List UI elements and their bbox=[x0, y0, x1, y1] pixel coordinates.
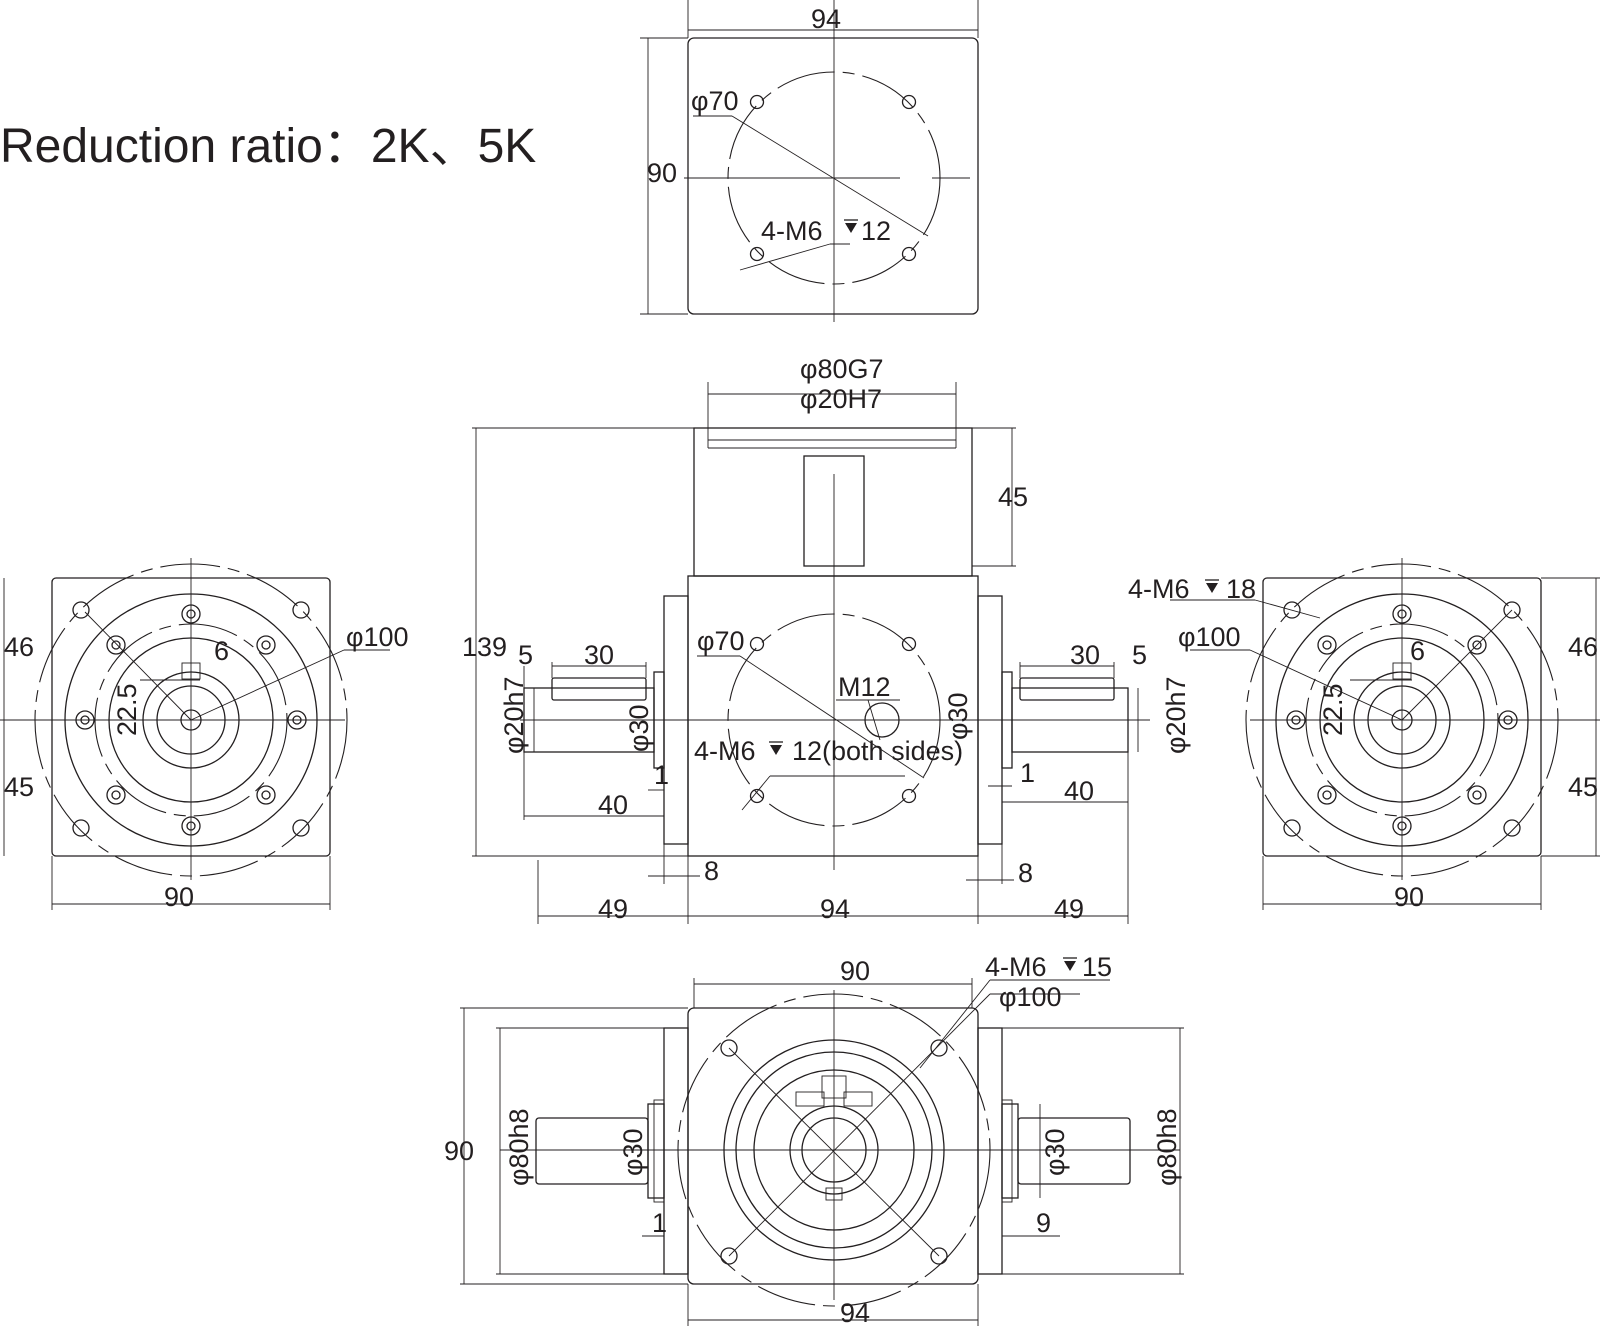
top-view: 94 90 φ70 4-M6 12 bbox=[640, 0, 979, 322]
front-hole-br bbox=[901, 788, 917, 804]
bottom-view: 90 4-M6 15 φ100 90 φ80h8 φ30 1 φ30 φ80h8… bbox=[444, 952, 1184, 1326]
bottom-right-hub-label: φ30 bbox=[1040, 1128, 1070, 1176]
bottom-right-gap-label: 9 bbox=[1036, 1208, 1051, 1238]
front-left-shoulder-label: 5 bbox=[518, 640, 533, 670]
bottom-outer-dia-label: φ100 bbox=[999, 982, 1062, 1012]
bottom-depth-label: 15 bbox=[1082, 952, 1112, 982]
right-width-label: 90 bbox=[1394, 882, 1424, 912]
front-holes-label: 4-M6 bbox=[694, 736, 756, 766]
front-hole-tr bbox=[901, 636, 917, 652]
front-depth-icon bbox=[768, 741, 784, 756]
top-hole-br bbox=[901, 246, 917, 262]
top-hole-bl bbox=[749, 246, 765, 262]
front-right-shaft-dia-label: φ20h7 bbox=[1161, 676, 1191, 754]
top-hole-tr bbox=[901, 94, 917, 110]
front-thread-label: M12 bbox=[838, 672, 891, 702]
front-right-key-length-label: 30 bbox=[1070, 640, 1100, 670]
top-width-label: 94 bbox=[811, 4, 841, 34]
left-upper-label: 46 bbox=[4, 632, 34, 662]
front-hole-tl bbox=[749, 636, 765, 652]
front-left-shaft-length-label: 40 bbox=[598, 790, 628, 820]
front-left-gap-label: 1 bbox=[654, 760, 669, 790]
top-pcd-label: φ70 bbox=[691, 86, 739, 116]
top-view-body bbox=[687, 37, 979, 315]
front-right-overall-label: 49 bbox=[1054, 894, 1084, 924]
left-key-height-label: 22.5 bbox=[112, 683, 142, 736]
front-right-shoulder-label: 5 bbox=[1132, 640, 1147, 670]
bottom-bottom-width-label: 94 bbox=[840, 1298, 870, 1326]
front-output-flange bbox=[693, 427, 973, 577]
front-pcd-label: φ70 bbox=[697, 626, 745, 656]
top-holes-label: 4-M6 bbox=[761, 216, 823, 246]
top-depth-label: 12 bbox=[861, 216, 891, 246]
top-hole-tl bbox=[749, 94, 765, 110]
bottom-left-hub-label: φ30 bbox=[618, 1128, 648, 1176]
right-depth-icon bbox=[1204, 579, 1220, 594]
front-hole-bl bbox=[749, 788, 765, 804]
bottom-left-gap-label: 1 bbox=[652, 1208, 667, 1238]
top-depth-icon bbox=[843, 219, 859, 234]
bottom-height-label: 90 bbox=[444, 1136, 474, 1166]
right-key-height-label: 22.5 bbox=[1318, 683, 1348, 736]
bottom-outer-circle bbox=[677, 993, 991, 1307]
front-body-width-label: 94 bbox=[820, 894, 850, 924]
bottom-depth-icon bbox=[1062, 957, 1078, 972]
top-pcd-circle bbox=[727, 71, 941, 285]
reduction-ratio-title: Reduction ratio：2K、5K bbox=[0, 120, 536, 173]
front-left-key-length-label: 30 bbox=[584, 640, 614, 670]
front-right-flange-label: 8 bbox=[1018, 858, 1033, 888]
right-view: 46 45 6 22.5 φ100 4-M6 18 90 bbox=[1128, 558, 1600, 912]
bottom-top-width-label: 90 bbox=[840, 956, 870, 986]
bottom-right-shaft bbox=[1017, 1117, 1131, 1185]
front-left-overall-label: 49 bbox=[598, 894, 628, 924]
front-left-flange-label: 8 bbox=[704, 856, 719, 886]
front-view: φ80G7 φ20H7 45 139 φ70 M12 4-M6 12(both … bbox=[462, 354, 1191, 924]
right-holes-label: 4-M6 bbox=[1128, 574, 1190, 604]
front-output-bore-label: φ20H7 bbox=[800, 384, 882, 414]
front-right-shaft-length-label: 40 bbox=[1064, 776, 1094, 806]
front-output-pilot-label: φ80G7 bbox=[800, 354, 884, 384]
top-height-label: 90 bbox=[647, 158, 677, 188]
right-key-width-label: 6 bbox=[1410, 636, 1425, 666]
front-right-gap-label: 1 bbox=[1020, 758, 1035, 788]
left-outer-dia-label: φ100 bbox=[346, 622, 409, 652]
left-key-width-label: 6 bbox=[214, 636, 229, 666]
left-view: 46 45 6 22.5 φ100 90 bbox=[0, 558, 409, 912]
right-depth-label: 18 bbox=[1226, 574, 1256, 604]
front-left-hub-dia-label: φ30 bbox=[624, 704, 654, 752]
bottom-left-pilot-label: φ80h8 bbox=[504, 1108, 534, 1186]
right-upper-label: 46 bbox=[1568, 632, 1598, 662]
left-lower-label: 45 bbox=[4, 772, 34, 802]
front-output-depth-label: 45 bbox=[998, 482, 1028, 512]
bottom-holes-label: 4-M6 bbox=[985, 952, 1047, 982]
front-right-key bbox=[1019, 677, 1115, 701]
left-width-label: 90 bbox=[164, 882, 194, 912]
front-body bbox=[687, 575, 979, 857]
front-height-label: 139 bbox=[462, 632, 507, 662]
front-holes-depth-label: 12(both sides) bbox=[792, 736, 963, 766]
right-lower-label: 45 bbox=[1568, 772, 1598, 802]
bottom-left-shaft bbox=[535, 1117, 649, 1185]
front-right-hub-dia-label: φ30 bbox=[943, 692, 973, 740]
front-left-shaft-dia-label: φ20h7 bbox=[499, 676, 529, 754]
front-m12-thread bbox=[864, 702, 900, 738]
front-pcd-circle bbox=[727, 613, 941, 827]
bottom-right-pilot-label: φ80h8 bbox=[1152, 1108, 1182, 1186]
right-outer-dia-label: φ100 bbox=[1178, 622, 1241, 652]
front-left-key bbox=[551, 677, 647, 701]
